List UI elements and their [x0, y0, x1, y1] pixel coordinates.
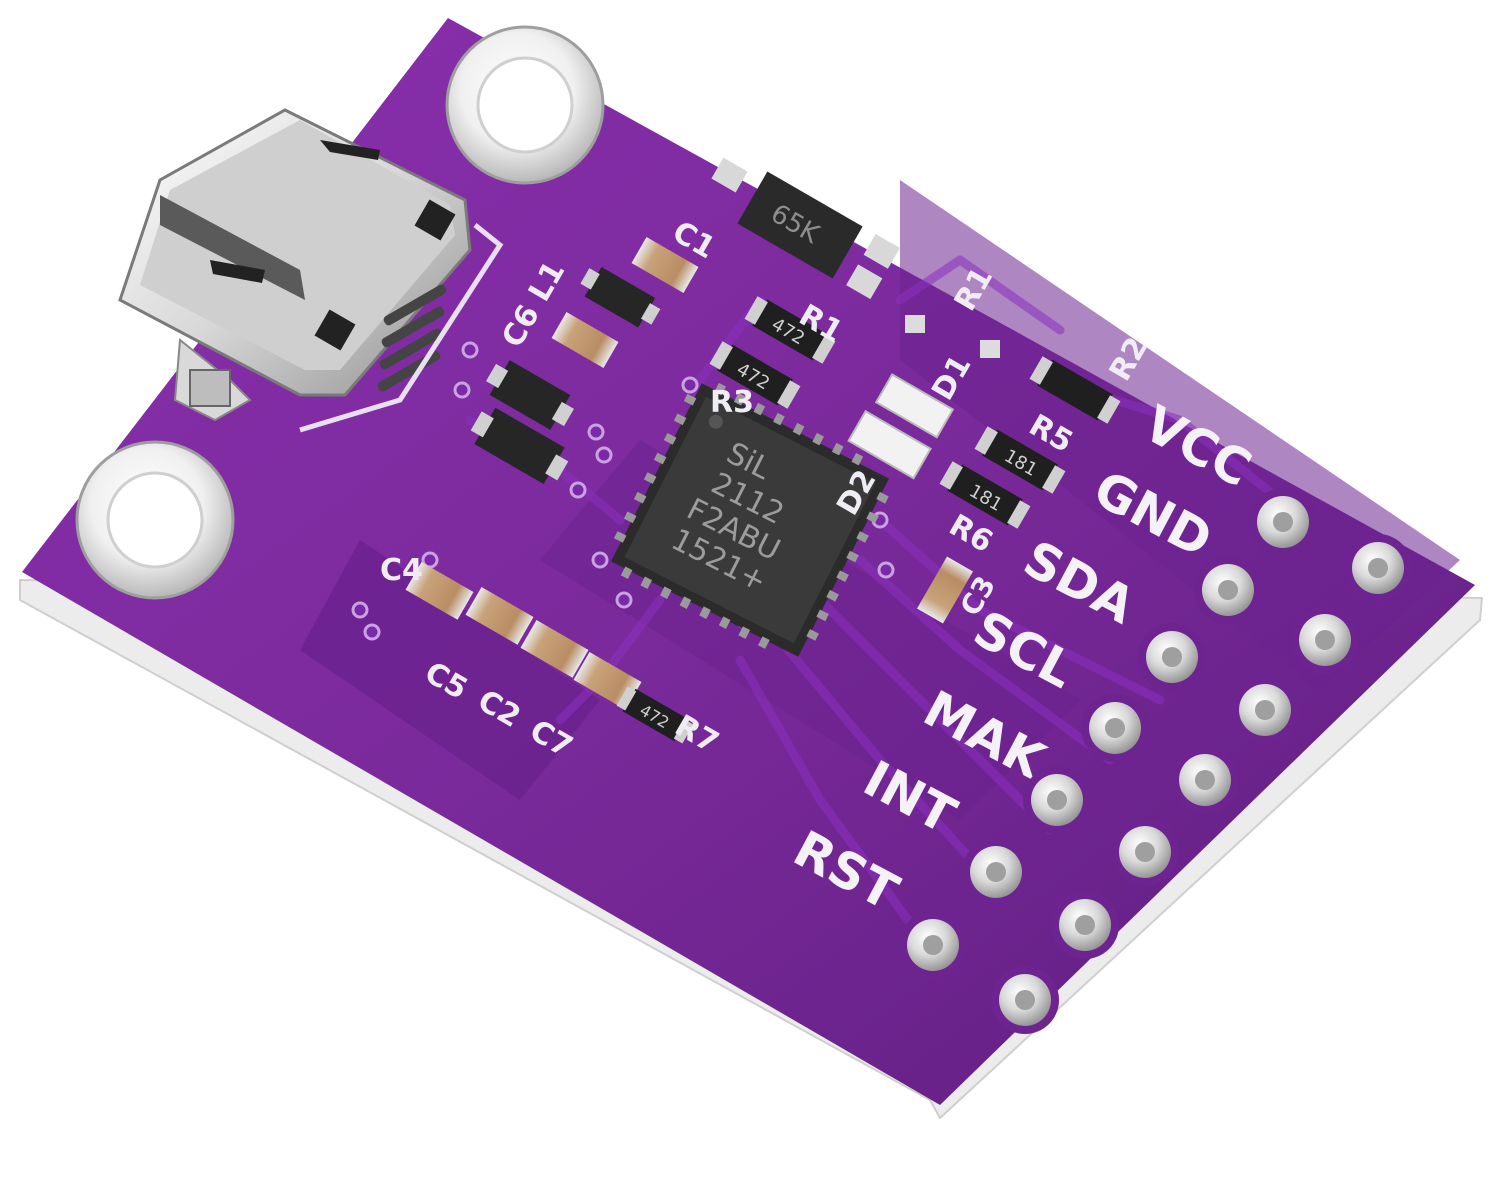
smd-capacitors — [405, 237, 973, 710]
sot-regulator: 65K — [711, 157, 900, 300]
mounting-hole-top — [445, 25, 605, 185]
pad-sda — [1138, 623, 1206, 691]
pad-outer-2 — [1291, 606, 1359, 674]
pad-outer-5 — [1111, 818, 1179, 886]
esd-diodes — [470, 267, 661, 485]
pad-outer-4 — [1171, 746, 1239, 814]
pad-outer-3 — [1231, 676, 1299, 744]
pad-outer-7 — [991, 966, 1059, 1034]
pad-gnd — [1194, 556, 1262, 624]
pad-rst — [899, 911, 967, 979]
pad-vcc — [1249, 488, 1317, 556]
pad-scl — [1081, 694, 1149, 762]
status-leds — [847, 315, 1000, 480]
pad-outer-1 — [1344, 534, 1412, 602]
mounting-hole-left — [75, 440, 235, 600]
cp2112-chip: SiL 2112 F2ABU 1521+ — [611, 382, 889, 657]
header-pads-outer-row — [991, 534, 1412, 1034]
usb-pins — [377, 284, 447, 392]
pad-mak — [1023, 766, 1091, 834]
pad-outer-6 — [1051, 891, 1119, 959]
micro-usb-connector — [118, 108, 472, 422]
ref-c4: C4 — [380, 553, 423, 588]
pad-int — [962, 838, 1030, 906]
ref-r3: R3 — [710, 385, 754, 420]
header-pads-inner-row — [899, 488, 1317, 979]
